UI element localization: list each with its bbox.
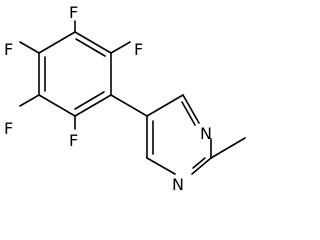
ring-double-bond xyxy=(192,157,206,169)
ring-bond xyxy=(74,31,112,54)
atom-labels: F F F F F N N xyxy=(4,3,212,194)
ring-bond xyxy=(146,94,184,117)
fluorine-label: F xyxy=(69,131,78,150)
ring-bond xyxy=(191,157,212,175)
fluorine-label: F xyxy=(134,40,143,59)
ring-bond xyxy=(38,94,76,117)
fluorine-label: F xyxy=(4,40,13,59)
fluorine-label: F xyxy=(69,3,78,22)
chemical-structure-diagram: F F F F F N N xyxy=(4,3,246,194)
ring-bond xyxy=(146,157,176,175)
ring-double-bond xyxy=(74,91,105,110)
c-f-bond xyxy=(19,94,40,107)
biaryl-bond xyxy=(110,94,148,117)
pyrimidine-ring xyxy=(146,94,212,175)
c-f-bond xyxy=(19,41,40,54)
c-f-bond xyxy=(110,41,131,54)
fluorine-label: F xyxy=(4,119,13,138)
methyl-bond xyxy=(210,137,246,159)
ring-bond xyxy=(74,94,112,117)
nitrogen-label: N xyxy=(172,175,184,194)
ring-double-bond xyxy=(181,101,196,126)
ring-double-bond xyxy=(75,38,106,57)
fluorine-bonds xyxy=(19,20,131,130)
ring-bond xyxy=(38,31,76,54)
pentafluorophenyl-ring xyxy=(38,31,112,117)
ring-bond xyxy=(182,94,200,124)
nitrogen-label: N xyxy=(200,124,212,143)
